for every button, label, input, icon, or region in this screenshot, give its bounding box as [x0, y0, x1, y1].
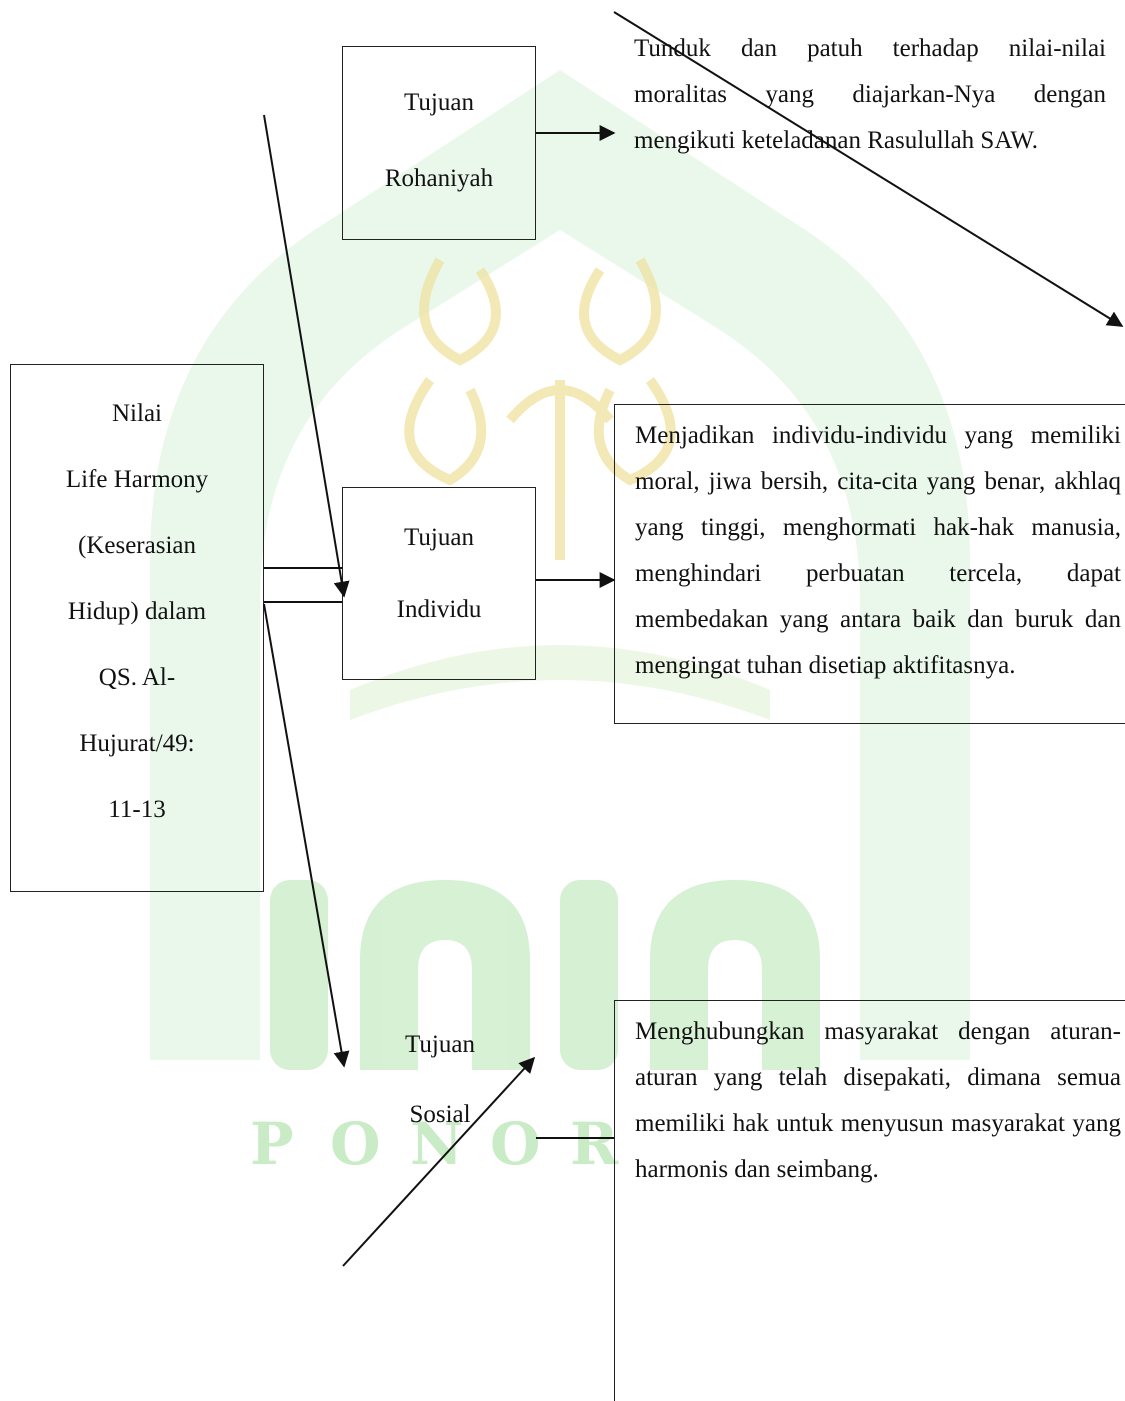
arrow-to-individu — [264, 115, 344, 596]
arrow-diagonal-sosial — [343, 1058, 534, 1266]
arrow-main-sosial — [264, 604, 344, 1066]
arrow-diagonal-top-right — [614, 12, 1122, 326]
